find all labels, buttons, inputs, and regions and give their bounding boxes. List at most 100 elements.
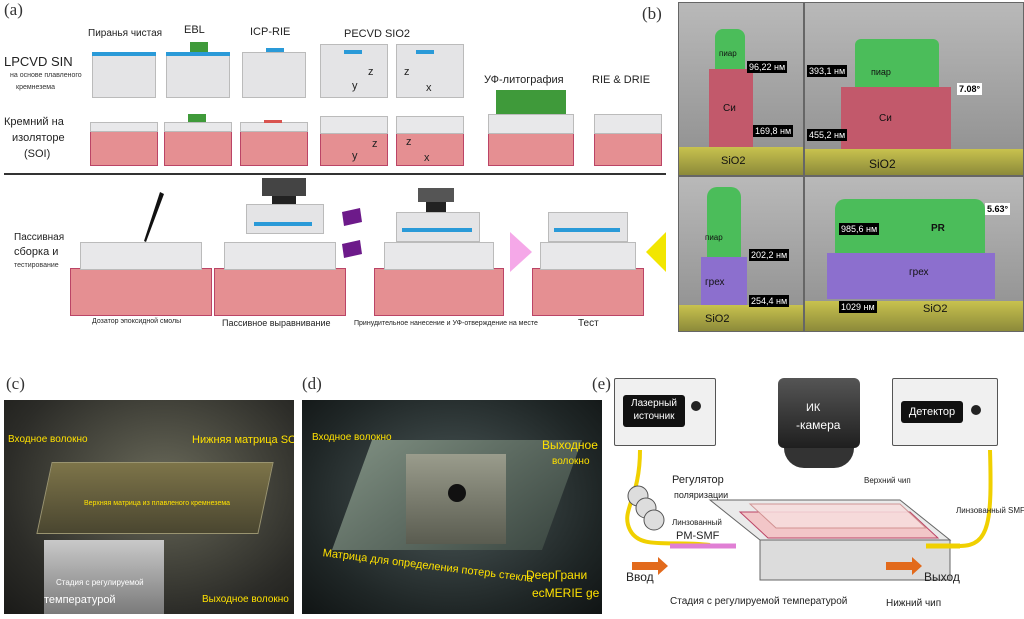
asm-4-box	[540, 242, 636, 270]
setup-diagram	[625, 449, 993, 581]
sem-tl-width-2: 169,8 нм	[753, 125, 794, 137]
fiber-smf-path	[959, 449, 993, 548]
laser-label-2: источник	[633, 411, 675, 422]
uv-lamp-icon	[342, 208, 362, 258]
row2-resist-2	[188, 114, 206, 122]
asm-1-box	[80, 242, 202, 270]
asm-2-wg	[254, 222, 312, 226]
photo-c-top-matrix: Верхняя матрица из плавленого кремнезема	[84, 500, 231, 507]
stage-label: Стадия с регулируемой температурой	[670, 596, 848, 607]
row1-resist-2	[190, 42, 208, 52]
row2-chip-4	[320, 132, 388, 166]
sem-top-right: 393,1 нм пиар Си 455,2 нм 7.08° SiO2	[804, 2, 1024, 176]
row2-box-6	[488, 114, 574, 134]
row2-box-2	[164, 122, 232, 132]
sem-tr-core	[841, 87, 951, 149]
panel-d-letter: (d)	[302, 374, 322, 393]
row1-wg-4	[344, 50, 362, 54]
photo-d: Входное волокно Выходное волокно Матрица…	[302, 400, 602, 614]
output-light-icon	[646, 232, 666, 272]
input-arrow-icon	[632, 557, 668, 575]
sem-tr-angle: 7.08°	[957, 83, 983, 95]
photo-d-matrix: Матрица для определения потерь стекла	[322, 547, 534, 585]
photo-d-deep-2: ecMERIE ge	[532, 586, 600, 600]
row2-wg-3	[264, 120, 282, 123]
panel-e-letter: (e)	[592, 374, 611, 393]
pol-label-2: поляризации	[674, 490, 729, 500]
pm-label-2: PM-SMF	[676, 530, 720, 542]
row2-box-5	[396, 116, 464, 134]
sem-bl-top-label: пиар	[705, 233, 723, 242]
photo-c-stage-1: Стадия с регулируемой	[56, 578, 144, 587]
photo-d-in-fiber: Входное волокно	[312, 432, 392, 443]
laser-knob-icon	[691, 401, 701, 411]
sem-tr-resist	[855, 39, 939, 87]
row2-chip-3	[240, 130, 308, 166]
detector-screen: Детектор	[901, 401, 963, 423]
row2-chip-7	[594, 132, 662, 166]
row2-box-1	[90, 122, 158, 132]
sem-br-top-label: PR	[931, 223, 945, 234]
sem-bottom-left: пиар грех 202,2 нм 254,4 нм SiO2	[678, 176, 804, 332]
sem-tl-mid-label: Си	[723, 103, 736, 114]
sem-tl-width-1: 96,22 нм	[747, 61, 788, 73]
asm-2-box	[224, 242, 336, 270]
ir-label-2: -камера	[796, 418, 841, 432]
row2-chip-2	[164, 130, 232, 166]
laser-screen: Лазерный источник	[623, 395, 685, 427]
row3-step-2: Пассивное выравнивание	[222, 318, 331, 328]
input-light-icon	[510, 232, 532, 272]
row2-chip-5	[396, 132, 464, 166]
laser-label-1: Лазерный	[631, 398, 677, 409]
asm-3-wg	[402, 228, 472, 232]
row2-label-1: Кремний на	[4, 116, 64, 128]
top-chip-shape	[748, 503, 928, 529]
sem-bl-width-2: 254,4 нм	[749, 295, 790, 307]
row2-chip-1	[90, 130, 158, 166]
smf-label: Линзованный SMF	[956, 506, 1024, 515]
step-pecvd: PECVD SIO2	[344, 28, 411, 40]
laser-source: Лазерный источник	[614, 378, 716, 446]
sem-tl-substrate	[679, 147, 803, 175]
photo-c: Входное волокно Нижняя матрица SOI Верхн…	[4, 400, 294, 614]
photo-c-in-fiber: Входное волокно	[8, 434, 88, 445]
axis-z-4: z	[406, 136, 412, 148]
asm-2-top-chip	[246, 204, 324, 234]
row1-sub2: кремнезема	[16, 84, 55, 91]
step-icp-rie: ICP-RIE	[250, 26, 291, 38]
sem-tr-mid-label: Си	[879, 113, 892, 124]
row1-chip-2	[166, 52, 230, 98]
sem-tl-resist	[715, 29, 745, 69]
row1-chip-3	[242, 52, 306, 98]
step-uv-litho: УФ-литография	[484, 74, 564, 86]
photo-c-bottom-matrix: Нижняя матрица SOI	[192, 434, 294, 446]
asm-4-bottom	[532, 268, 644, 316]
row3-label-3: тестирование	[14, 262, 59, 269]
objective-icon-2	[418, 188, 454, 202]
sem-br-width-1: 985,6 нм	[839, 223, 880, 235]
detector: Детектор	[892, 378, 998, 446]
sem-bottom-right: 985,6 нм PR грех 5.63° 1029 нм SiO2	[804, 176, 1024, 332]
sem-tl-top-label: пиар	[719, 49, 737, 58]
bottom-chip-label: Нижний чип	[886, 598, 942, 609]
photo-c-stage	[44, 540, 164, 614]
photo-d-out-fiber-1: Выходное	[542, 438, 598, 452]
row2-label-3: (SOI)	[24, 148, 51, 160]
objective-tip-2	[426, 202, 446, 212]
asm-3-box	[384, 242, 494, 270]
asm-1-bottom	[70, 268, 212, 316]
asm-3-top-chip	[396, 212, 480, 242]
sem-bl-substrate	[679, 305, 803, 331]
sem-tr-width-1: 393,1 нм	[807, 65, 848, 77]
output-arrow-icon	[886, 557, 922, 575]
pol-label-1: Регулятор	[672, 474, 724, 486]
panel-b-letter: (b)	[642, 4, 662, 23]
sem-tr-width-2: 455,2 нм	[807, 129, 848, 141]
sem-top-left: пиар Си 96,22 нм 169,8 нм SiO2	[678, 2, 804, 176]
stage-front	[759, 539, 951, 581]
step-ebl: EBL	[184, 24, 205, 36]
row2-uv-resist	[496, 90, 566, 114]
axis-y-1: y	[352, 80, 358, 92]
sem-tr-substrate	[805, 149, 1023, 175]
photo-c-stage-2: температурой	[44, 594, 116, 606]
